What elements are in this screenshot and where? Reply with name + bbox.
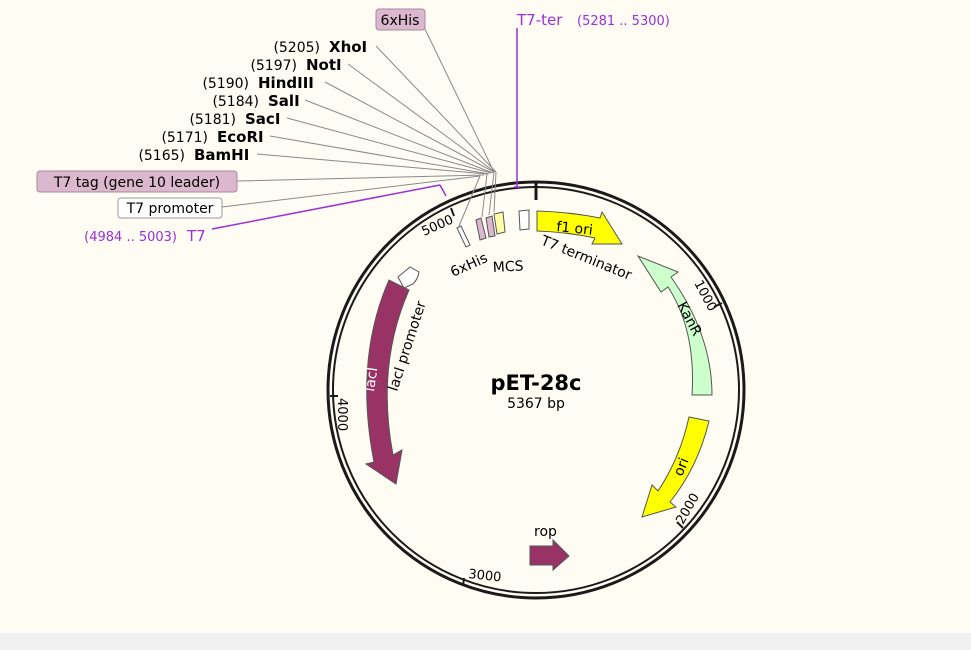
tick-3000-mark <box>462 577 465 587</box>
plasmid-name: pET-28c <box>490 371 581 395</box>
feature-f1-ori[interactable] <box>536 210 623 245</box>
site-xhoi-pos: (5205) <box>273 40 320 56</box>
primer-t7ter-range: (5281 .. 5300) <box>577 14 670 29</box>
site-sali-pos: (5184) <box>212 94 259 110</box>
site-hindiii-name: HindIII <box>258 74 314 92</box>
leader-lines <box>221 26 497 227</box>
t7-tag-box <box>36 170 238 193</box>
plasmid-map: 1000 2000 3000 4000 5000 f1 ori KanR ori… <box>36 8 746 600</box>
tick-2000-mark <box>676 521 684 529</box>
primer-t7ter-name: T7-ter <box>516 11 563 29</box>
restriction-sites: (5205) XhoI (5197) NotI (5190) HindIII (… <box>138 38 367 164</box>
feature-ori-label: ori <box>671 456 693 479</box>
t7-promoter-label: T7 promoter <box>126 201 214 217</box>
t7-promoter-box <box>117 197 223 219</box>
site-saci-pos: (5181) <box>189 112 236 128</box>
feature-laci[interactable] <box>364 279 410 485</box>
feature-f1-ori-label: f1 ori <box>556 219 594 239</box>
site-saci-name: SacI <box>245 110 280 128</box>
tick-4000-label: 4000 <box>334 398 349 431</box>
tick-5000-mark <box>450 207 455 217</box>
his-tag-box <box>375 8 426 31</box>
bottom-bar <box>0 633 971 650</box>
feature-mcs[interactable] <box>493 211 506 235</box>
site-ecori-pos: (5171) <box>161 130 208 146</box>
feature-laci-label: lacI <box>362 366 381 392</box>
site-hindiii-pos: (5190) <box>202 76 249 92</box>
feature-t7-tag[interactable] <box>475 217 487 241</box>
primer-t7-name: T7 <box>186 227 206 245</box>
t7-tag-label: T7 tag (gene 10 leader) <box>53 175 220 191</box>
feature-mcs-label: MCS <box>492 258 524 276</box>
feature-rop-label: rop <box>534 524 557 540</box>
site-noti-pos: (5197) <box>250 58 297 74</box>
tick-5000-label: 5000 <box>420 212 456 239</box>
site-noti-name: NotI <box>306 56 342 74</box>
site-bamhi-pos: (5165) <box>138 148 185 164</box>
feature-rop[interactable] <box>529 538 570 572</box>
primer-t7ter[interactable] <box>514 28 520 188</box>
tick-3000-label: 3000 <box>468 567 502 585</box>
site-xhoi-name: XhoI <box>329 38 367 56</box>
feature-kanr-label: KanR <box>673 299 704 339</box>
plasmid-length: 5367 bp <box>507 396 565 412</box>
plasmid-map-svg: 1000 2000 3000 4000 5000 f1 ori KanR ori… <box>36 8 746 600</box>
primer-t7-range: (4984 .. 5003) <box>84 230 177 245</box>
feature-kanr[interactable] <box>636 254 713 396</box>
his-tag-label: 6xHis <box>381 13 420 29</box>
site-sali-name: SalI <box>268 92 300 110</box>
feature-laci-promoter[interactable] <box>397 266 420 289</box>
site-bamhi-name: BamHI <box>194 146 249 164</box>
tick-1000-mark <box>713 302 723 308</box>
feature-t7-promoter[interactable] <box>456 225 471 248</box>
feature-his-small-label: 6xHis <box>448 250 490 280</box>
site-ecori-name: EcoRI <box>217 128 264 146</box>
backbone-outer <box>326 180 746 600</box>
primer-t7[interactable] <box>211 184 447 230</box>
feature-t7-terminator[interactable] <box>518 209 530 231</box>
feature-his-tag[interactable] <box>485 215 496 238</box>
feature-ori[interactable] <box>641 416 710 518</box>
